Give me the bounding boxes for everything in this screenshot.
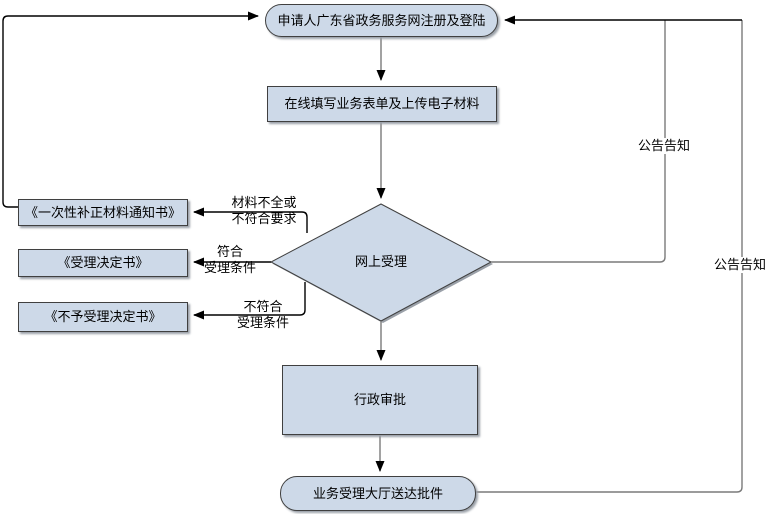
node-delivery-label: 业务受理大厅送达批件 <box>312 485 443 501</box>
node-form-label: 在线填写业务表单及上传电子材料 <box>284 96 480 112</box>
node-start-label: 申请人广东省政务服务网注册及登陆 <box>277 12 486 28</box>
edge-delivery-announce-up <box>476 20 743 493</box>
node-approval-label: 行政审批 <box>353 392 406 408</box>
edge-decision-to-notice <box>193 207 308 233</box>
edge-decision-announce-up <box>491 20 666 263</box>
edge-notice-to-start <box>2 11 259 208</box>
node-accept-label: 《受理决定书》 <box>57 255 149 271</box>
edge-label-incomplete: 材料不全或 不符合要求 <box>231 195 297 226</box>
node-accept: 《受理决定书》 <box>18 249 188 277</box>
edge-label-announce-outer: 公告告知 <box>712 257 768 273</box>
node-notice-label: 《一次性补正材料通知书》 <box>24 204 181 220</box>
edge-label-announce-inner: 公告告知 <box>636 138 692 154</box>
edge-label-notmeet: 不符合 受理条件 <box>236 299 290 330</box>
node-delivery: 业务受理大厅送达批件 <box>280 476 476 511</box>
node-approval: 行政审批 <box>282 365 478 435</box>
node-start: 申请人广东省政务服务网注册及登陆 <box>265 4 498 37</box>
edge-decision-to-reject <box>193 282 306 320</box>
node-decision-label: 网上受理 <box>354 254 407 270</box>
node-reject: 《不予受理决定书》 <box>18 302 188 332</box>
node-form: 在线填写业务表单及上传电子材料 <box>267 86 497 122</box>
edge-label-meets: 符合 受理条件 <box>203 244 257 275</box>
node-reject-label: 《不予受理决定书》 <box>44 309 162 325</box>
node-notice: 《一次性补正材料通知书》 <box>18 199 188 226</box>
